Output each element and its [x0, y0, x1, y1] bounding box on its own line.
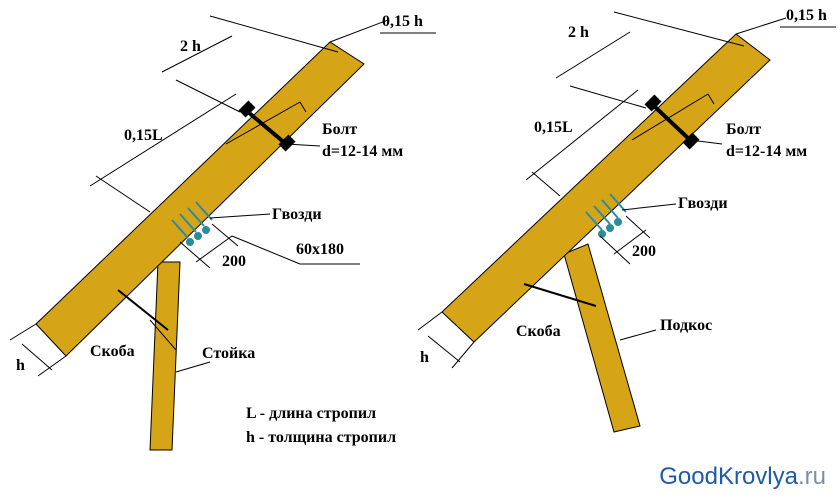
watermark-suffix: .ru: [797, 463, 826, 490]
right-nails-label: Гвозди: [678, 195, 728, 212]
left-dim-015h: 0,15 h: [382, 13, 423, 30]
right-brace: [563, 243, 641, 433]
left-clamp: [117, 289, 169, 331]
right-rafter: [441, 33, 771, 343]
left-nails: [171, 201, 213, 246]
left-nails-label: Гвозди: [272, 206, 322, 223]
right-bolt-spec: d=12-14 мм: [726, 143, 807, 160]
left-post: [149, 261, 181, 451]
watermark-brand: GoodKrovlya: [659, 463, 798, 490]
right-splice-seam: [631, 93, 709, 141]
right-brace-label: Подкос: [660, 317, 712, 334]
left-clamp-label: Скоба: [90, 343, 135, 360]
right-dim-2h: 2 h: [568, 24, 589, 41]
left-bolt-spec: d=12-14 мм: [322, 143, 403, 160]
right-dim-015h: 0,15 h: [786, 7, 827, 24]
left-dim-015L: 0,15L: [124, 127, 163, 144]
left-bolt: [238, 100, 296, 152]
left-rafter: [35, 41, 365, 357]
right-bolt: [644, 94, 700, 150]
legend: L - длина стропил h - толщина стропил: [246, 405, 396, 446]
right-clamp-label: Скоба: [516, 323, 561, 340]
right-bolt-label: Болт: [726, 121, 761, 138]
left-bolt-label: Болт: [322, 121, 357, 138]
legend-line-1: L - длина стропил: [246, 405, 376, 422]
right-dimension-lines: [417, 11, 836, 369]
left-h-label: h: [16, 357, 25, 374]
left-dimension-lines: [9, 15, 436, 377]
right-clamp: [523, 283, 597, 307]
right-diagram: 0,15 h 2 h 0,15L Болт d=12-14 мм Гвозди …: [417, 7, 836, 433]
left-dim-2h: 2 h: [180, 38, 201, 55]
left-section-label: 60х180: [296, 241, 344, 258]
right-dim-200: 200: [632, 243, 656, 260]
watermark: GoodKrovlya.ru: [659, 463, 826, 491]
legend-line-2: h - толщина стропил: [246, 429, 396, 446]
right-dim-015L: 0,15L: [534, 119, 573, 136]
right-nails: [585, 193, 627, 238]
left-dim-200: 200: [222, 253, 246, 270]
right-h-label: h: [420, 349, 429, 366]
left-post-label: Стойка: [202, 345, 255, 362]
left-diagram: 0,15 h 2 h 0,15L Болт d=12-14 мм Гвозди …: [9, 13, 436, 451]
